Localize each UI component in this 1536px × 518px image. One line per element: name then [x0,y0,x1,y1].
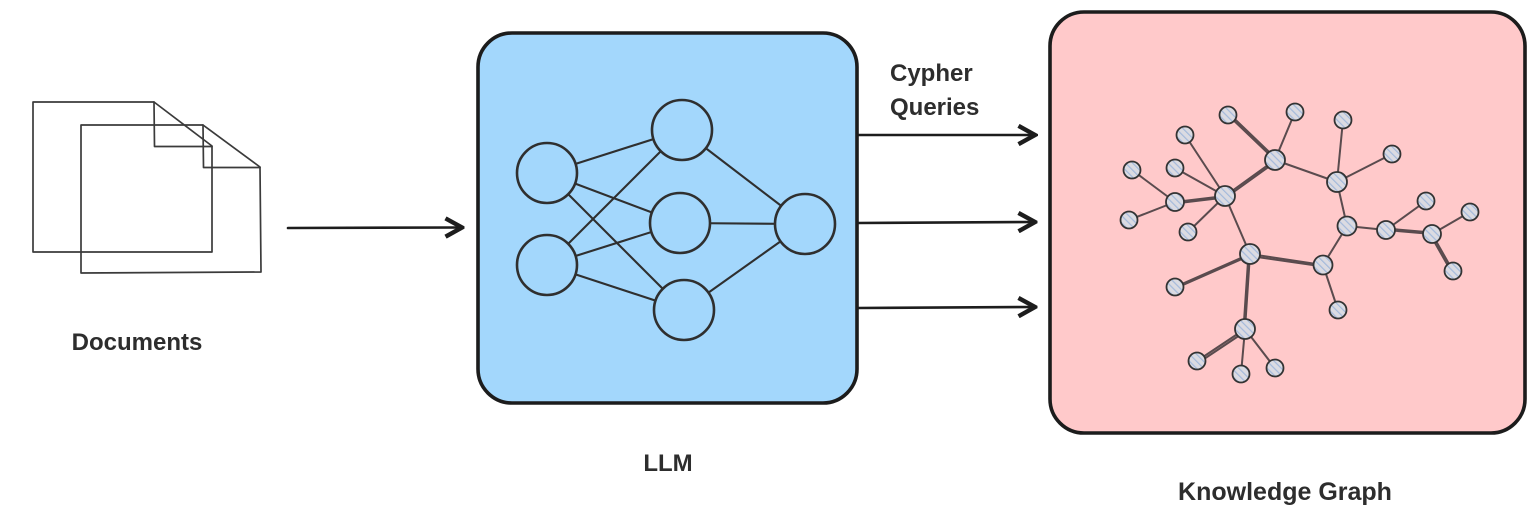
kg-node [1119,210,1139,230]
kg-node [1165,158,1185,178]
nn-hidden-node [652,278,716,342]
kg-node [1165,277,1185,297]
knowledge-graph-viz [1119,102,1480,384]
cypher-arrow [855,307,1035,308]
kg-node [1218,105,1238,125]
kg-node [1178,222,1198,242]
nn-hidden-node [648,191,712,255]
kg-node [1336,215,1358,237]
kg-node [1376,220,1396,240]
llm-box [476,31,859,405]
document-page-front [80,124,262,274]
arrows-llm-to-kg [855,135,1035,308]
kg-node [1326,171,1348,193]
kg-node [1333,110,1353,130]
cypher-queries-caption: Cypher Queries [890,60,979,121]
nn-output-node [773,192,837,256]
cypher-arrow [855,222,1035,223]
kg-node [1231,364,1251,384]
kg-nodes [1119,102,1480,384]
documents-label: Documents [72,329,203,356]
kg-node [1239,243,1261,265]
arrow-documents-to-llm [286,228,462,229]
nn-hidden-node [650,98,714,162]
kg-node [1187,351,1207,371]
kg-node [1460,202,1480,222]
kg-node [1443,261,1463,281]
kg-node [1422,224,1442,244]
kg-node [1214,185,1236,207]
knowledge-graph-box [1048,10,1527,435]
knowledge-graph-label: Knowledge Graph [1178,478,1392,506]
kg-node [1328,300,1348,320]
kg-node [1416,191,1436,211]
document-page-back [32,101,213,253]
kg-node [1165,192,1185,212]
kg-node [1382,144,1402,164]
neural-network [515,98,837,342]
nn-input-node [515,141,579,205]
kg-node [1312,254,1334,276]
cypher-caption-line2: Queries [890,94,979,121]
documents-icon [32,101,262,274]
llm-label: LLM [643,450,692,477]
kg-node [1285,102,1305,122]
cypher-caption-line1: Cypher [890,60,973,87]
nn-input-node [515,233,579,297]
kg-node [1122,160,1142,180]
kg-node [1264,149,1286,171]
kg-node [1234,318,1256,340]
kg-node [1265,358,1285,378]
kg-node [1175,125,1195,145]
